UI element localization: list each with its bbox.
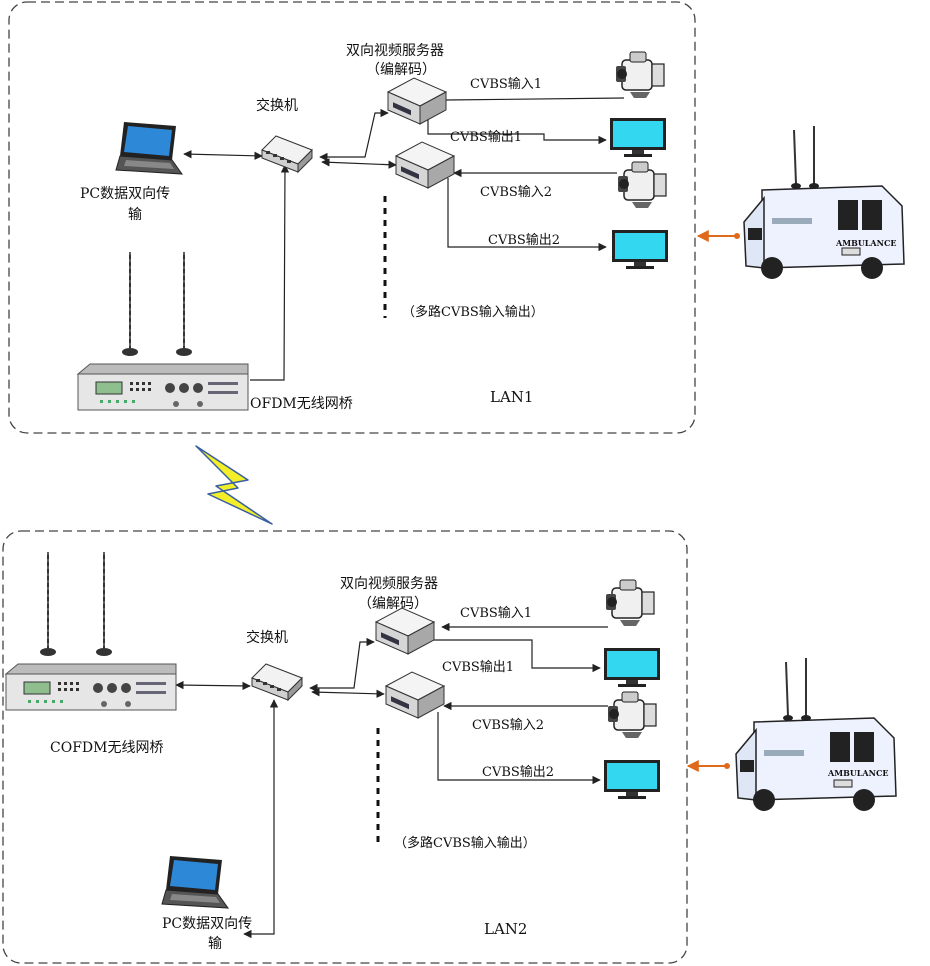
lan2-antenna-1-icon	[39, 551, 57, 657]
lan1-wireless-bridge-icon	[77, 363, 249, 411]
lan1-monitor-1-icon	[610, 118, 666, 157]
lan1-pc-label-line2: 输	[128, 207, 142, 223]
lan1-antenna-1-icon	[121, 251, 139, 357]
lan2-camcorder-2-icon	[607, 691, 657, 739]
ambulance-1-icon	[743, 125, 905, 280]
vehicle-2: AMBULANCE	[686, 657, 897, 812]
lan2-antenna-2-icon	[95, 551, 113, 657]
lan1-antenna-2-icon	[175, 251, 193, 357]
lan1-region: 交换机 双向视频服务器 （编解码） CVBS输入1 CVBS输出1 CVBS输入…	[8, 1, 696, 434]
lan1-server-title: 双向视频服务器	[346, 43, 444, 59]
lan2-server-title: 双向视频服务器	[340, 576, 438, 592]
lan1-server-subtitle: （编解码）	[366, 62, 436, 78]
lan2-connections	[175, 622, 608, 939]
ambulance-2-icon	[735, 657, 897, 812]
lan2-video-server-2-icon	[385, 671, 445, 719]
lan2-region: 交换机 双向视频服务器 （编解码） CVBS输入1 CVBS输出1 CVBS输入…	[2, 530, 688, 964]
lan1-multi-channel-note: （多路CVBS输入输出）	[402, 304, 544, 320]
wireless-link-lightning-icon	[195, 445, 273, 525]
lan2-laptop-icon	[161, 855, 229, 909]
lan1-name: LAN1	[490, 388, 533, 406]
ambulance-1-text: AMBULANCE	[835, 238, 896, 248]
lan2-switch-icon	[251, 663, 303, 701]
lan1-video-server-2-icon	[395, 141, 455, 189]
lan1-bridge-label: OFDM无线网桥	[250, 396, 353, 412]
vehicle-1: AMBULANCE	[696, 125, 905, 280]
lan1-border	[8, 1, 696, 434]
lan2-cvbs-out2-label: CVBS输出2	[482, 764, 554, 780]
lan1-connections	[183, 97, 625, 381]
lan2-switch-label: 交换机	[246, 629, 288, 646]
lan2-bridge-label: COFDM无线网桥	[50, 740, 163, 756]
lan1-switch-icon	[261, 135, 313, 173]
lan1-pc-label-line1: PC数据双向传	[80, 186, 170, 202]
lan2-monitor-2-icon	[604, 760, 660, 799]
lan1-video-server-1-icon	[387, 77, 447, 125]
lan2-cvbs-out1-label: CVBS输出1	[442, 659, 514, 675]
lan2-cvbs-in1-label: CVBS输入1	[460, 605, 532, 621]
lan2-cvbs-in2-label: CVBS输入2	[472, 717, 544, 733]
lan1-switch-label: 交换机	[256, 97, 298, 114]
lan2-wireless-bridge-icon	[5, 663, 177, 711]
lan2-pc-label-line2: 输	[208, 936, 222, 952]
lan2-multi-channel-note: （多路CVBS输入输出）	[394, 835, 536, 851]
lan1-cvbs-in2-label: CVBS输入2	[480, 184, 552, 200]
lan2-camcorder-1-icon	[605, 579, 655, 627]
lan2-server-subtitle: （编解码）	[358, 596, 428, 612]
lan2-pc-label-line1: PC数据双向传	[162, 916, 252, 932]
lan1-cvbs-out1-label: CVBS输出1	[450, 129, 522, 145]
lan1-cvbs-out2-label: CVBS输出2	[488, 232, 560, 248]
lan2-border	[2, 530, 688, 964]
lan2-name: LAN2	[484, 920, 527, 938]
ambulance-2-text: AMBULANCE	[827, 768, 888, 778]
lan2-video-server-1-icon	[375, 607, 435, 655]
lan1-camcorder-2-icon	[617, 161, 667, 209]
lan2-monitor-1-icon	[604, 648, 660, 687]
lan1-camcorder-1-icon	[615, 51, 665, 99]
lan1-laptop-icon	[115, 121, 183, 175]
lan1-monitor-2-icon	[612, 230, 668, 269]
lan1-cvbs-in1-label: CVBS输入1	[470, 76, 542, 92]
